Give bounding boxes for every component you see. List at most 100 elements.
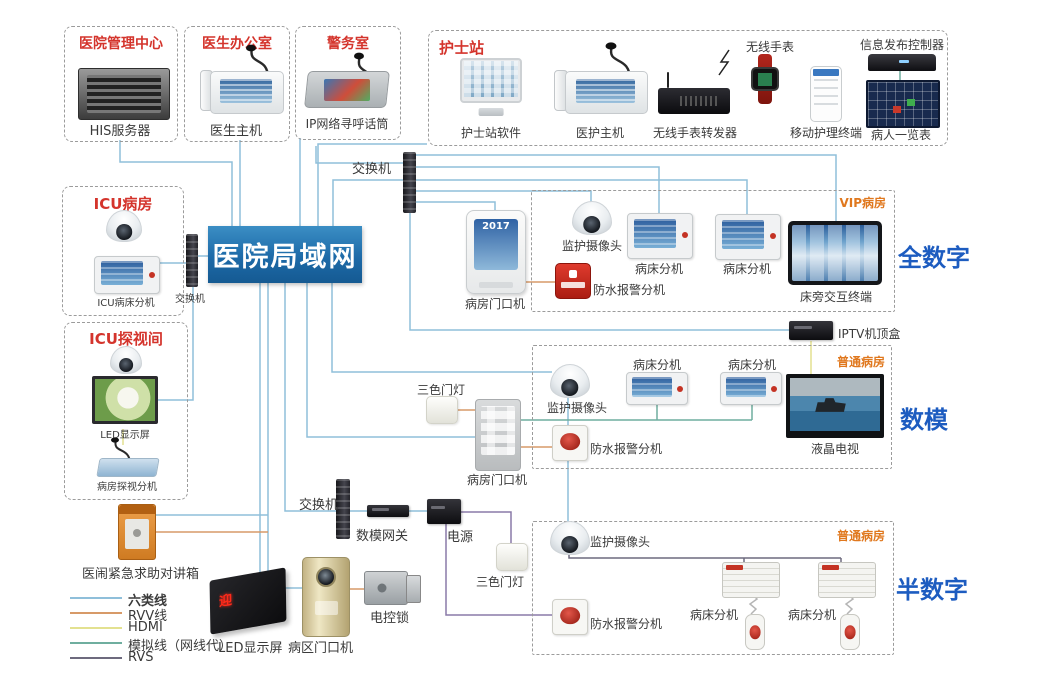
section-title: 普通病房 [836, 529, 885, 543]
watch-forwarder [658, 72, 730, 114]
vip-camera-label: 监护摄像头 [561, 239, 622, 253]
vip-waterproof-alarm-label: 防水报警分机 [593, 283, 666, 297]
icu-visit-camera-icon [110, 346, 142, 374]
emergency-intercom-box [118, 504, 156, 560]
ip-paging-mic-label: IP网络寻呼话筒 [305, 117, 389, 131]
section-title: ICU病房 [93, 195, 153, 213]
doctor-host [198, 44, 284, 118]
vip-door-station: 2017 [466, 210, 526, 294]
mobile-nurse-terminal [810, 66, 842, 122]
bedside-terminal-label: 床旁交互终端 [799, 290, 872, 304]
section-ward-digital-analog: 普通病房 [532, 345, 892, 469]
section-title: ICU探视间 [89, 330, 163, 348]
bedside-terminal [788, 221, 882, 285]
patient-board-label: 病人一览表 [870, 128, 931, 142]
semi-waterproof-alarm-label: 防水报警分机 [590, 617, 663, 631]
call-pendant-2 [840, 614, 860, 650]
iptv-label: IPTV机顶盒 [838, 327, 901, 341]
his-server-label: HIS服务器 [89, 124, 151, 139]
vip-bed-extension-2-label: 病床分机 [722, 262, 771, 276]
power-supply-label: 电源 [447, 530, 474, 545]
section-title: 普通病房 [836, 355, 885, 369]
legend-cat6: 六类线 [128, 594, 168, 609]
legend-analog: 模拟线（网线代） [128, 639, 233, 654]
ward-door-station-mid [475, 399, 521, 471]
icu-camera-icon [106, 210, 142, 242]
call-pendant-1 [745, 614, 765, 650]
switch-bottom-label: 交换机 [299, 498, 339, 513]
da-bed-extension-1-label: 病床分机 [632, 358, 681, 372]
info-controller-label: 信息发布控制器 [859, 38, 944, 52]
vip-bed-extension-1-label: 病床分机 [634, 262, 683, 276]
section-icu-visit: ICU探视间 [64, 322, 188, 500]
switch-bottom [336, 479, 350, 539]
visit-extension-label: 病房探视分机 [97, 482, 157, 493]
patient-board [866, 80, 940, 128]
switch-top-label: 交换机 [352, 162, 392, 177]
nurse-software-label: 护士站软件 [460, 126, 521, 140]
semi-bed-extension-1-label: 病床分机 [690, 608, 739, 622]
icu-bed-extension-label: ICU病床分机 [97, 298, 155, 309]
tricolor-door-lamp-mid [426, 396, 458, 424]
section-vip-ward: VIP病房 [531, 190, 895, 312]
da-bed-extension-2-label: 病床分机 [727, 358, 776, 372]
section-title: 护士站 [439, 39, 485, 57]
section-nurse-station: 护士站 [428, 30, 948, 146]
ward-area-door-station-label: 病区门口机 [288, 641, 354, 656]
label-semi-digital: 半数字 [896, 576, 968, 604]
mobile-nurse-terminal-label: 移动护理终端 [789, 126, 862, 140]
icu-bed-extension [94, 256, 160, 294]
doctor-host-label: 医生主机 [209, 124, 262, 139]
emergency-intercom-box-label: 医闹紧急求助对讲箱 [82, 567, 200, 582]
da-waterproof-alarm-label: 防水报警分机 [590, 442, 663, 456]
electric-lock [364, 571, 421, 605]
legend-rvs: RVS [128, 650, 154, 665]
hospital-lan-box: 医院局域网 [208, 226, 362, 283]
legend-rvv: RVV线 [128, 609, 168, 624]
semi-bed-extension-1 [722, 562, 780, 598]
vip-door-screen: 2017 [473, 219, 519, 271]
label-all-digital: 全数字 [898, 244, 970, 272]
vip-bed-extension-1 [627, 213, 693, 259]
semi-bed-extension-2-label: 病床分机 [788, 608, 837, 622]
tricolor-mid-label: 三色门灯 [417, 383, 466, 397]
section-title: VIP病房 [839, 196, 886, 210]
vip-door-station-label: 病房门口机 [464, 297, 525, 311]
nurse-software-monitor [460, 58, 522, 116]
vip-waterproof-alarm [555, 263, 591, 299]
semi-waterproof-alarm [552, 599, 588, 635]
visit-extension [96, 437, 160, 476]
tricolor-door-lamp-btm [496, 543, 528, 571]
da-camera-icon [550, 364, 590, 398]
vip-camera-icon [572, 201, 612, 235]
switch-left [186, 234, 198, 287]
legend-hdmi: HDMI [128, 620, 163, 635]
ward-door-station-mid-label: 病房门口机 [466, 473, 527, 487]
wireless-watch-label: 无线手表 [745, 40, 794, 54]
hospital-lan-label: 医院局域网 [212, 242, 358, 273]
visit-led-screen [92, 376, 158, 424]
lcd-tv [786, 374, 884, 438]
his-server [78, 68, 170, 120]
semi-camera-label: 监护摄像头 [590, 535, 651, 549]
section-title: 医院管理中心 [79, 36, 163, 52]
section-ward-semi-digital: 普通病房 [532, 521, 894, 655]
wireless-watch [748, 54, 782, 104]
da-gateway-label: 数模网关 [356, 529, 409, 544]
info-controller [868, 54, 936, 71]
da-bed-extension-1 [626, 372, 688, 405]
section-title: 警务室 [327, 36, 369, 52]
section-mgmt: 医院管理中心 [64, 26, 178, 142]
section-icu-ward: ICU病房 [62, 186, 184, 316]
da-camera-label: 监护摄像头 [546, 401, 607, 415]
tricolor-btm-label: 三色门灯 [476, 575, 525, 589]
ip-paging-mic [304, 52, 390, 112]
da-gateway [367, 505, 409, 517]
wireless-lightning-icon [718, 49, 730, 76]
switch-left-label: 交换机 [175, 294, 205, 305]
semi-bed-extension-2 [818, 562, 876, 598]
vip-bed-extension-2 [715, 214, 781, 260]
section-police: 警务室 [295, 26, 401, 140]
